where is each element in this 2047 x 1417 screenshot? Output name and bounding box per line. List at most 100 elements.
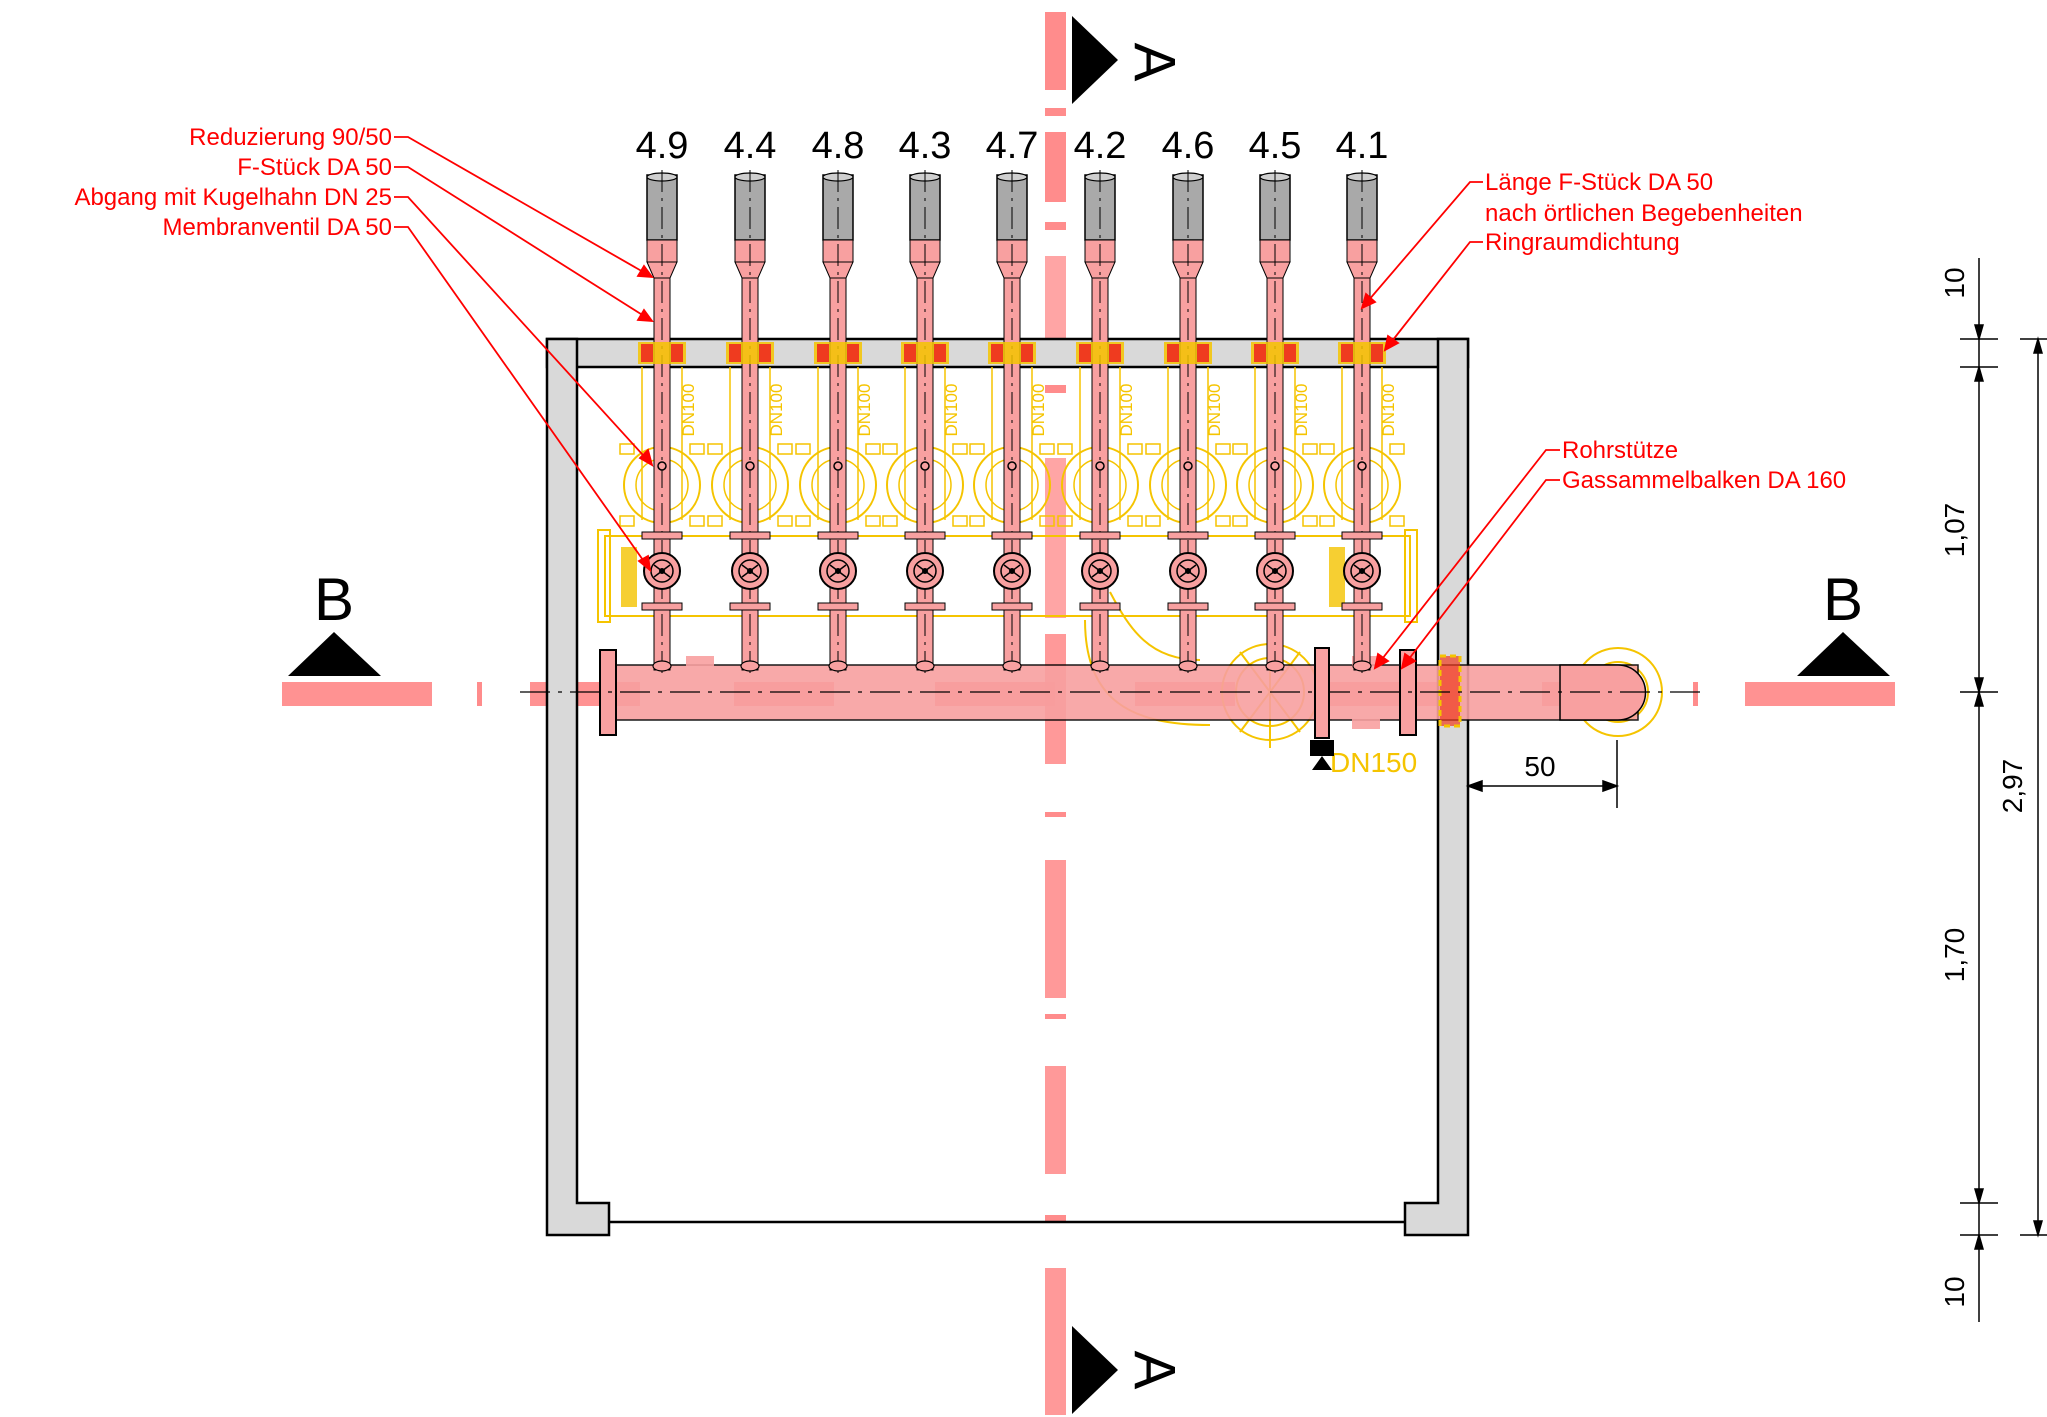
pipe-label: 4.1 bbox=[1336, 125, 1389, 167]
branch-pipe: DN100 bbox=[795, 170, 881, 675]
underlay-lug bbox=[1215, 443, 1231, 455]
underlay-lug bbox=[952, 443, 968, 455]
dn100-label: DN100 bbox=[855, 384, 874, 437]
flange bbox=[1079, 602, 1121, 611]
underlay-lug bbox=[865, 515, 881, 527]
underlay-lug bbox=[1039, 443, 1055, 455]
underlay-lug bbox=[795, 443, 811, 455]
pipe-label: 4.5 bbox=[1249, 125, 1302, 167]
dimension-50-label: 50 bbox=[1524, 751, 1555, 782]
dn100-label: DN100 bbox=[679, 384, 698, 437]
branch-pipe: DN100 bbox=[1319, 170, 1405, 675]
valve-hub bbox=[1359, 568, 1365, 574]
section-marker-a-top: A bbox=[1072, 16, 1187, 104]
callout-f-stueck: F-Stück DA 50 bbox=[237, 154, 392, 181]
kugelhahn-mark bbox=[1095, 461, 1105, 471]
dimension-horizontal bbox=[1465, 740, 1620, 808]
valve-hub bbox=[747, 568, 753, 574]
dn100-label: DN100 bbox=[767, 384, 786, 437]
valve-hub bbox=[1009, 568, 1015, 574]
callouts-left: Reduzierung 90/50 F-Stück DA 50 Abgang m… bbox=[74, 124, 392, 241]
section-label-b-right: B bbox=[1823, 566, 1863, 633]
flange bbox=[991, 531, 1033, 540]
flange bbox=[991, 602, 1033, 611]
dimension-2-97: 2,97 bbox=[1997, 759, 2028, 814]
underlay-lug bbox=[1389, 515, 1405, 527]
ring-seal-part bbox=[991, 344, 1003, 362]
branch-pipe: DN100 bbox=[1057, 170, 1143, 675]
ring-seal-part bbox=[1254, 344, 1266, 362]
flange bbox=[641, 602, 683, 611]
kugelhahn-mark bbox=[833, 461, 843, 471]
dn100-label: DN100 bbox=[1117, 384, 1136, 437]
callout-abgang-kugelhahn: Abgang mit Kugelhahn DN 25 bbox=[74, 184, 392, 211]
underlay-lug bbox=[865, 443, 881, 455]
branch-elbow bbox=[1265, 660, 1285, 672]
underlay-lug bbox=[1039, 515, 1055, 527]
underlay-lug bbox=[1127, 443, 1143, 455]
valve-hub bbox=[1097, 568, 1103, 574]
pipe-label: 4.4 bbox=[724, 125, 777, 167]
dn100-label: DN100 bbox=[1205, 384, 1224, 437]
underlay-lug bbox=[1145, 443, 1161, 455]
underlay-lug bbox=[882, 515, 898, 527]
dimension-1-07: 1,07 bbox=[1939, 503, 1970, 558]
valve-hub bbox=[659, 568, 665, 574]
kugelhahn-mark bbox=[1183, 461, 1193, 471]
ring-seal-part bbox=[1341, 344, 1353, 362]
valve-handwheel bbox=[913, 559, 937, 583]
underlay-lug bbox=[795, 515, 811, 527]
underlay-lug bbox=[1302, 515, 1318, 527]
branch-elbow bbox=[1090, 660, 1110, 672]
flange bbox=[1167, 531, 1209, 540]
underlay-lug bbox=[1215, 515, 1231, 527]
underlay-lug bbox=[1232, 515, 1248, 527]
flange bbox=[729, 602, 771, 611]
callout-laenge-f-stueck: Länge F-Stück DA 50 bbox=[1485, 169, 1713, 196]
flange bbox=[1254, 531, 1296, 540]
underlay-lug bbox=[1389, 443, 1405, 455]
section-marker-b-left: B bbox=[288, 566, 381, 676]
dn100-label: DN100 bbox=[1029, 384, 1048, 437]
valve-hub bbox=[835, 568, 841, 574]
flange bbox=[1341, 602, 1383, 611]
underlay-lug bbox=[619, 443, 635, 455]
ring-seal-part bbox=[1021, 344, 1033, 362]
valve-hub bbox=[1272, 568, 1278, 574]
callout-reduzierung: Reduzierung 90/50 bbox=[189, 124, 392, 151]
branch-pipe: DN100 bbox=[707, 170, 793, 675]
flange bbox=[1341, 531, 1383, 540]
callout-rohrstuetze: Rohrstütze bbox=[1562, 437, 1678, 464]
callout-leaders-left bbox=[394, 136, 654, 573]
flange bbox=[904, 531, 946, 540]
callout-ringraumdichtung: Ringraumdichtung bbox=[1485, 229, 1680, 256]
ring-seal-part bbox=[729, 344, 741, 362]
callouts-right-mid: Rohrstütze Gassammelbalken DA 160 bbox=[1562, 437, 1846, 494]
kugelhahn-mark bbox=[1270, 461, 1280, 471]
callout-leaders-right-mid bbox=[1373, 449, 1560, 670]
underlay-lug bbox=[1319, 515, 1335, 527]
valve-hub bbox=[1185, 568, 1191, 574]
underlay-lug bbox=[969, 515, 985, 527]
pipe-label: 4.3 bbox=[899, 125, 952, 167]
kugelhahn-mark bbox=[1007, 461, 1017, 471]
pipe-label: 4.9 bbox=[636, 125, 689, 167]
underlay-lug bbox=[777, 515, 793, 527]
underlay-lug bbox=[707, 443, 723, 455]
ring-seal-part bbox=[1284, 344, 1296, 362]
ring-seal-part bbox=[847, 344, 859, 362]
branch-pipe: DN100 bbox=[882, 170, 968, 675]
gas-collector-pipe bbox=[520, 647, 1700, 770]
underlay-lug bbox=[1127, 515, 1143, 527]
dn100-label: DN100 bbox=[1379, 384, 1398, 437]
callout-leaders-right-top bbox=[1360, 181, 1483, 352]
branch-pipe: DN100 bbox=[969, 170, 1055, 675]
valve-handwheel bbox=[1350, 559, 1374, 583]
section-label-a-top: A bbox=[1122, 43, 1187, 82]
ring-seal-part bbox=[1371, 344, 1383, 362]
dimension-vertical-chain bbox=[1960, 258, 2047, 1322]
underlay-lug bbox=[1057, 515, 1073, 527]
valve-hub bbox=[922, 568, 928, 574]
underlay-lug bbox=[619, 515, 635, 527]
